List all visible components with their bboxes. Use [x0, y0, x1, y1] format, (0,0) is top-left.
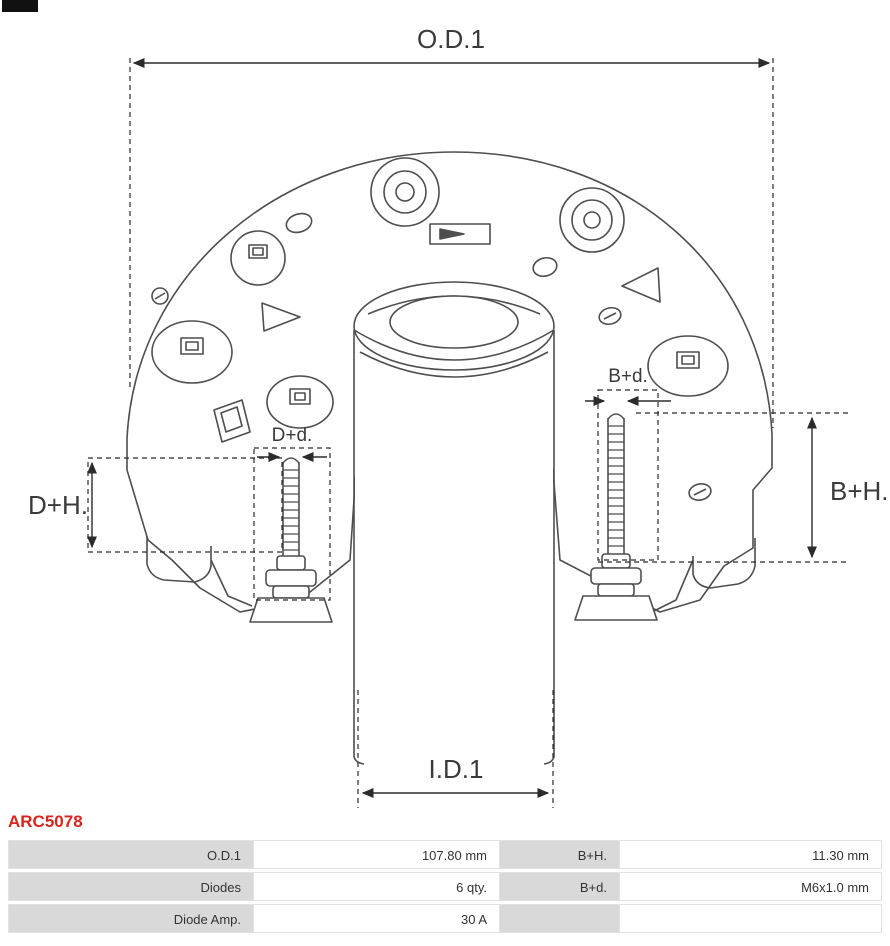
arrow-mark-right	[621, 267, 661, 303]
dimension-id1: I.D.1	[357, 690, 554, 808]
dimension-bh: B+H.	[598, 412, 889, 563]
logo-mark	[2, 0, 38, 12]
spec-value-od1: 107.80 mm	[254, 840, 500, 869]
dimension-dh: D+H.	[28, 457, 283, 553]
left-step	[210, 559, 253, 607]
dimension-bd: B+d.	[585, 366, 671, 561]
arrow-mark-left	[261, 302, 301, 332]
spec-label-empty	[500, 904, 620, 933]
spec-label-bh: B+H.	[500, 840, 620, 869]
spec-label-diodes: Diodes	[8, 872, 254, 901]
part-number: ARC5078	[8, 812, 83, 831]
spec-value-bh: 11.30 mm	[620, 840, 882, 869]
right-step	[651, 559, 694, 613]
stud-right	[574, 413, 658, 621]
stud-left	[249, 457, 333, 623]
spec-value-diodes: 6 qty.	[254, 872, 500, 901]
dimension-od1: O.D.1	[129, 24, 774, 428]
spec-value-empty	[620, 904, 882, 933]
small-hole	[285, 212, 313, 234]
spec-row: Diodes 6 qty. B+d. M6x1.0 mm	[8, 872, 882, 901]
spec-label-bd: B+d.	[500, 872, 620, 901]
spec-table: O.D.1 107.80 mm B+H. 11.30 mm Diodes 6 q…	[8, 840, 882, 933]
spec-value-bd: M6x1.0 mm	[620, 872, 882, 901]
spec-row: O.D.1 107.80 mm B+H. 11.30 mm	[8, 840, 882, 869]
dim-bh-label: B+H.	[830, 476, 889, 506]
spec-label-od1: O.D.1	[8, 840, 254, 869]
technical-drawing: O.D.1 I.D.1 D+H. D+d. B+d.	[28, 24, 889, 808]
dim-dd-label: D+d.	[272, 425, 313, 446]
small-hole	[532, 256, 558, 278]
spec-row: Diode Amp. 30 A	[8, 904, 882, 933]
spec-label-diode-amp: Diode Amp.	[8, 904, 254, 933]
rectifier-body	[126, 151, 773, 765]
left-foot	[146, 536, 212, 583]
dim-od1-label: O.D.1	[417, 24, 485, 54]
right-foot	[692, 538, 756, 589]
dim-bd-label: B+d.	[608, 366, 648, 387]
dim-id1-label: I.D.1	[429, 754, 484, 784]
spec-value-diode-amp: 30 A	[254, 904, 500, 933]
dim-dh-label: D+H.	[28, 490, 88, 520]
dimension-dd: D+d.	[253, 425, 331, 601]
